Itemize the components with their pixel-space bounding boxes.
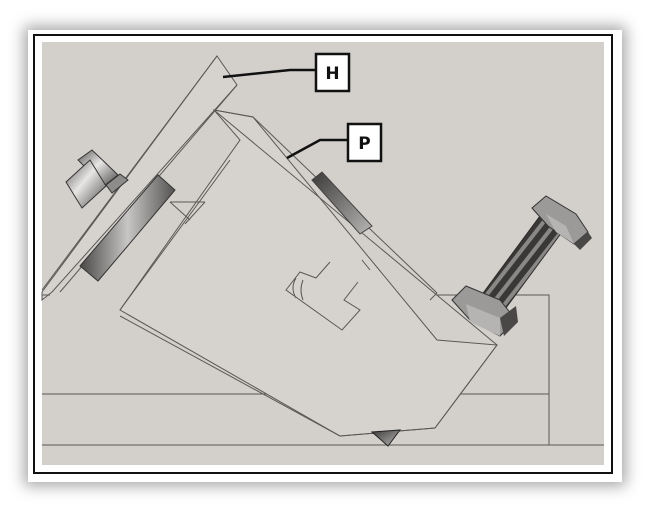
leader-line-h [222, 68, 316, 79]
leader-line-p [286, 138, 348, 160]
collar-ring-icon [79, 174, 176, 282]
label-p-text: P [358, 134, 370, 154]
washer-icon [311, 171, 373, 235]
label-h-text: H [325, 64, 339, 84]
linework [41, 55, 604, 446]
figure-frame [33, 34, 613, 474]
label-p: P [346, 122, 383, 163]
label-h: H [314, 52, 351, 93]
pin-cap-icon [65, 159, 107, 209]
holder-plate [41, 55, 238, 302]
tip-point-icon [370, 429, 402, 447]
t-slot [285, 261, 361, 331]
